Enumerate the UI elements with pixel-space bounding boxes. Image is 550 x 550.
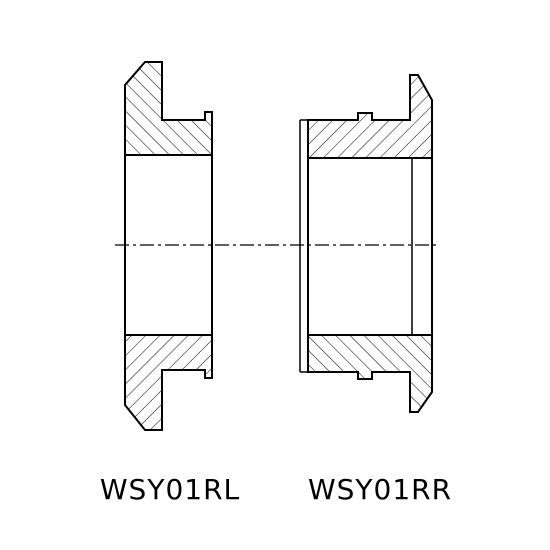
part-left <box>124 61 213 431</box>
part-label-left: WSY01RL <box>99 473 241 506</box>
part-label-right: WSY01RR <box>307 473 453 506</box>
part-right <box>299 74 433 413</box>
right-bottom-section <box>307 334 433 413</box>
left-bottom-section <box>124 334 213 431</box>
left-top-section <box>124 61 213 156</box>
right-top-section <box>307 74 433 159</box>
